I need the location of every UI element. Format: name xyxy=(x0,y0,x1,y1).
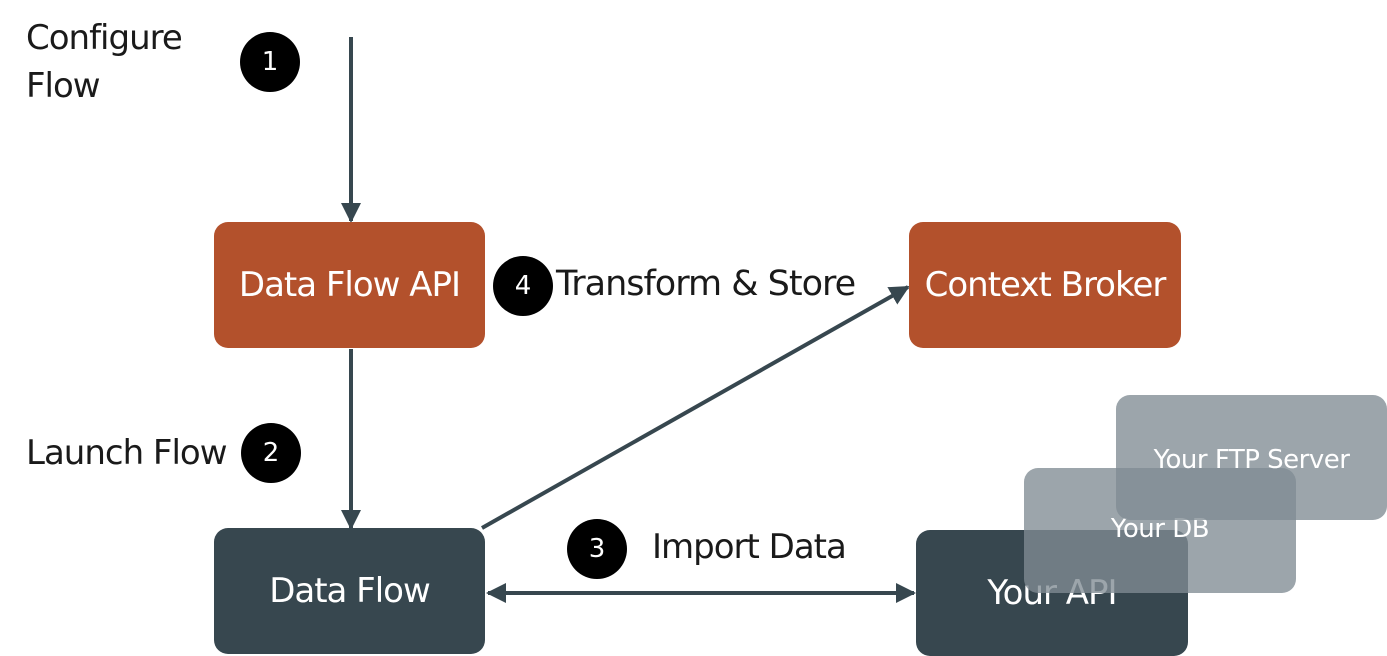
context-broker-label: Context Broker xyxy=(924,265,1167,305)
your-ftp-server-node[interactable]: Your FTP Server xyxy=(1116,395,1387,520)
context-broker-node[interactable]: Context Broker xyxy=(909,222,1181,348)
your-ftp-server-label: Your FTP Server xyxy=(1153,444,1350,475)
step-2-badge: 2 xyxy=(241,423,301,483)
import-data-label: Import Data xyxy=(652,527,847,567)
transform-arrow xyxy=(481,285,910,530)
configure-label-line1: Configure xyxy=(26,18,183,58)
step-3-badge: 3 xyxy=(567,519,627,579)
data-flow-api-label: Data Flow API xyxy=(238,265,461,305)
step-1-badge: 1 xyxy=(240,32,300,92)
transform-store-label: Transform & Store xyxy=(556,264,856,304)
data-flow-api-node[interactable]: Data Flow API xyxy=(214,222,485,348)
data-flow-label: Data Flow xyxy=(269,571,431,611)
step-4-badge: 4 xyxy=(493,256,553,316)
configure-label-line2: Flow xyxy=(26,66,101,106)
data-flow-node[interactable]: Data Flow xyxy=(214,528,485,654)
launch-flow-label: Launch Flow xyxy=(26,433,228,473)
configure-flow-label: Configure Flow xyxy=(26,14,183,110)
